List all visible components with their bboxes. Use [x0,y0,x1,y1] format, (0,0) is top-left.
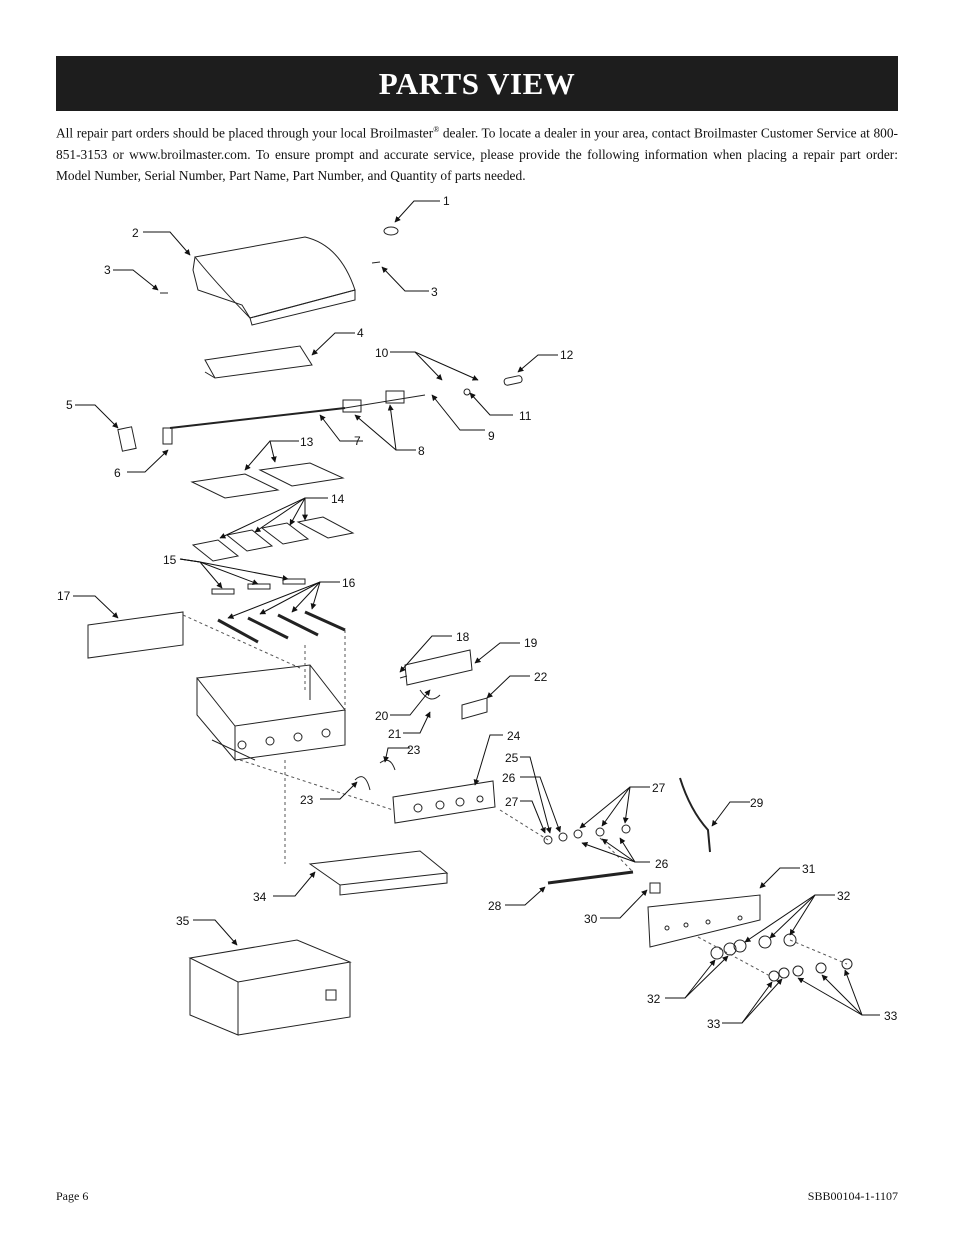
part-8-spit-fork [385,390,405,404]
part-15-flame-tamer [247,583,271,590]
part-35-base-cabinet [188,939,352,1036]
part-33-knob [778,967,790,979]
part-33-knob [815,962,827,974]
part-14-briquet-grates [191,516,355,562]
document-id: SBB00104-1-1107 [807,1189,898,1203]
callout-16: 16 [342,576,356,590]
part-15-flame-tamer [282,578,306,585]
part-27-valve [595,827,605,837]
part-16-burner [304,610,346,632]
callout-8: 8 [418,444,425,458]
callout-18: 18 [456,630,470,644]
part-23-igniter-wire [354,776,371,791]
intro-text-2: dealer. To locate a dealer in your area,… [56,125,899,184]
part-33-knob [768,970,780,982]
callout-20: 20 [375,709,389,723]
callout-23: 23 [407,743,421,757]
callout-33: 33 [884,1009,898,1023]
part-7-spit-rod [169,407,346,429]
callout-9: 9 [488,429,495,443]
part-32-bezel [758,935,772,949]
part-12-spit-handle [503,375,523,386]
part-24-control-panel [392,780,496,824]
page-number: Page 6 [56,1189,89,1203]
registered-mark: ® [433,125,440,134]
intro-text-1: All repair part orders should be placed … [56,125,434,141]
part-32-bezel [723,942,737,956]
part-20-igniter-wire [419,689,441,700]
part-5-rotisserie-motor [117,426,137,452]
part-19-rear-burner [404,649,473,686]
part-13-cooking-grids [190,462,345,499]
part-15-flame-tamer [211,588,235,595]
callout-5: 5 [66,398,73,412]
callout-24: 24 [507,729,521,743]
part-1-temperature-gauge [383,226,399,236]
callout-32: 32 [647,992,661,1006]
part-4-warming-rack [204,345,313,379]
callout-28: 28 [488,899,502,913]
callout-25: 25 [505,751,519,765]
callout-3: 3 [431,285,438,299]
callout-15: 15 [163,553,177,567]
part-22-rear-bracket [461,697,488,720]
callout-21: 21 [388,727,402,741]
part-28-manifold [547,870,634,885]
callout-13: 13 [300,435,314,449]
callout-14: 14 [331,492,345,506]
part-32-bezel [733,939,747,953]
callout-27: 27 [652,781,666,795]
part-30-regulator [649,882,661,894]
part-17-heat-shield [87,611,184,659]
part-31-front-panel [647,894,761,948]
callout-34: 34 [253,890,267,904]
callout-17: 17 [57,589,71,603]
part-16-burner [217,618,259,644]
callout-30: 30 [584,912,598,926]
callout-27: 27 [505,795,519,809]
part-34-drip-tray [308,850,449,896]
part-26-valve [558,832,568,842]
intro-paragraph: All repair part orders should be placed … [56,119,898,187]
callout-11: 11 [519,409,532,423]
callout-31: 31 [802,862,816,876]
firebox-assembly [196,664,346,762]
page-title: PARTS VIEW [378,65,576,101]
callout-12: 12 [560,348,574,362]
page-title-banner: PARTS VIEW [56,56,898,111]
callout-6: 6 [114,466,121,480]
callout-23: 23 [300,793,314,807]
callout-33: 33 [707,1017,721,1031]
callout-2: 2 [132,226,139,240]
part-6-motor-bracket [162,427,173,445]
callout-10: 10 [375,346,389,360]
callout-35: 35 [176,914,190,928]
callout-26: 26 [502,771,516,785]
part-8-spit-fork [342,399,362,413]
callout-7: 7 [354,434,361,448]
callout-1: 1 [443,194,450,208]
callout-19: 19 [524,636,538,650]
part-25-valve [543,835,553,845]
part-33-knob [792,965,804,977]
part-27-valve [621,824,631,834]
callout-3: 3 [104,263,111,277]
callout-4: 4 [357,326,364,340]
callout-22: 22 [534,670,548,684]
callout-29: 29 [750,796,764,810]
callout-26: 26 [655,857,669,871]
part-32-bezel [710,946,724,960]
part-29-gas-hose [679,777,711,853]
part-16-burner [277,613,319,637]
part-33-knob [841,958,853,970]
part-27-valve [573,829,583,839]
part-2-hood [192,236,356,326]
callout-32: 32 [837,889,851,903]
part-23-igniter-wire [379,759,396,771]
part-16-burner [247,616,289,640]
